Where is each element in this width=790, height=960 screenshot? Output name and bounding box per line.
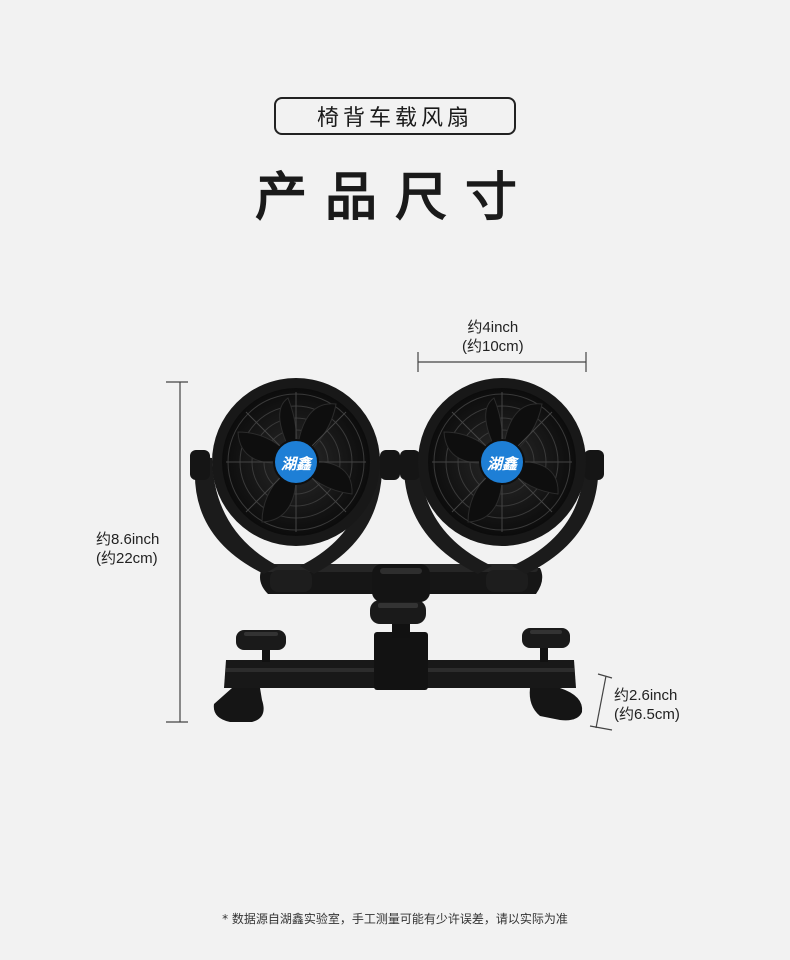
height-cm: (约22cm): [96, 550, 158, 567]
width-inch: 约4inch: [467, 319, 519, 336]
right-fan-brand-badge: 湖鑫: [487, 455, 520, 473]
depth-dimension-label: 约2.6inch (约6.5cm): [614, 686, 680, 724]
depth-cm: (约6.5cm): [614, 706, 680, 723]
height-dimension-line: [166, 381, 188, 723]
depth-dimension-line: [589, 673, 613, 731]
page-title: 产品尺寸: [254, 168, 535, 228]
right-fan: [400, 378, 604, 574]
center-adjust-knob: [370, 600, 426, 638]
headrest-bracket: [213, 628, 583, 722]
height-dimension-label: 约8.6inch (约22cm): [96, 530, 159, 568]
left-fan: [190, 378, 400, 574]
fan-mount-base: [260, 564, 543, 602]
subtitle-text: 椅背车载风扇: [316, 106, 473, 131]
width-cm: (约10cm): [462, 338, 524, 355]
depth-inch: 约2.6inch: [614, 687, 678, 704]
height-inch: 约8.6inch: [96, 531, 160, 548]
width-dimension-line: [417, 352, 587, 372]
measurement-disclaimer: * 数据源自湖鑫实验室，手工测量可能有少许误差，请以实际为准: [222, 912, 568, 926]
left-fan-brand-badge: 湖鑫: [281, 455, 314, 473]
width-dimension-label: 约4inch (约10cm): [462, 318, 524, 356]
product-category-label: 椅背车载风扇: [274, 97, 516, 135]
